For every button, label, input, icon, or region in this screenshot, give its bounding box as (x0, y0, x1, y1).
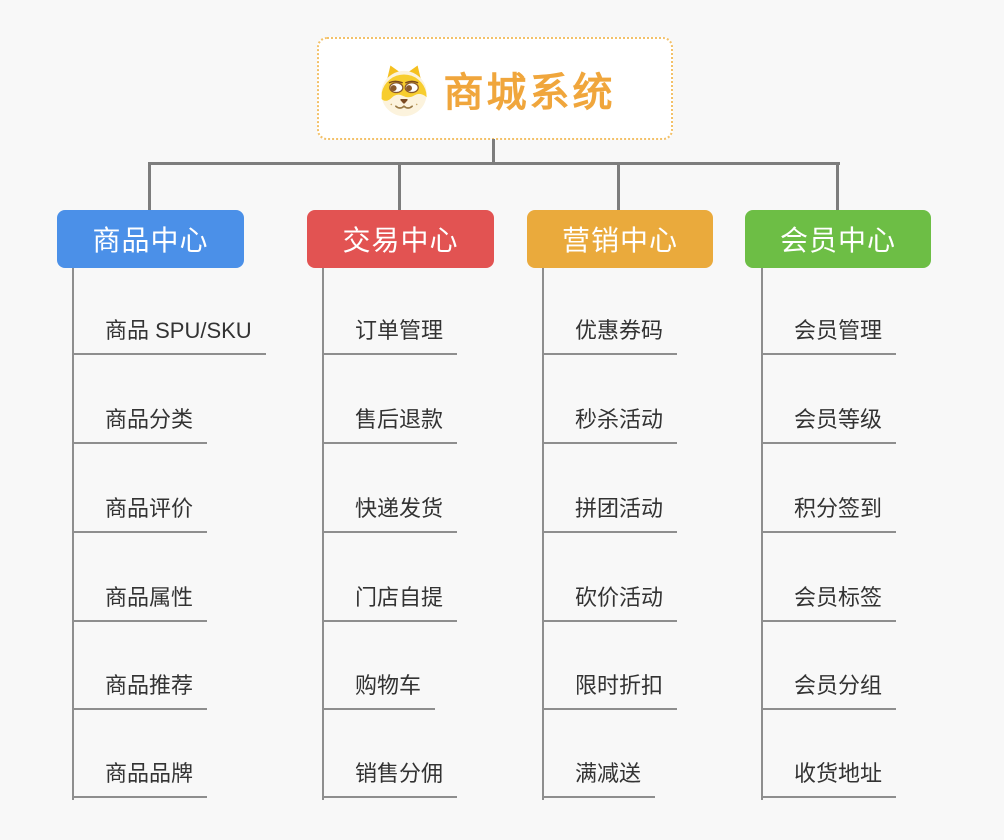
child-topic[interactable]: 收货地址 (761, 756, 897, 798)
child-topic[interactable]: 砍价活动 (542, 580, 678, 622)
root-title: 商城系统 (443, 70, 616, 115)
branch-node-product-center[interactable]: 商品中心 (57, 210, 244, 268)
spine-marketing-center (542, 268, 544, 800)
spine-member-center (761, 268, 763, 800)
child-topic[interactable]: 商品 SPU/SKU (72, 313, 266, 355)
spine-trade-center (322, 268, 324, 800)
branch-node-trade-center[interactable]: 交易中心 (307, 210, 494, 268)
child-topic[interactable]: 优惠券码 (542, 313, 678, 355)
connector-drop-marketing (617, 164, 620, 210)
branch-node-marketing-center[interactable]: 营销中心 (527, 210, 713, 268)
child-topic[interactable]: 订单管理 (322, 313, 458, 355)
child-topic[interactable]: 门店自提 (322, 580, 458, 622)
root-node-mall-system[interactable]: 商城系统 (317, 37, 673, 140)
branch-node-member-center[interactable]: 会员中心 (745, 210, 931, 268)
child-topic[interactable]: 销售分佣 (322, 756, 458, 798)
child-topic[interactable]: 会员标签 (761, 580, 897, 622)
child-topic[interactable]: 售后退款 (322, 402, 458, 444)
connector-drop-product (148, 164, 151, 210)
child-topic[interactable]: 会员分组 (761, 668, 897, 710)
connector-drop-member (836, 164, 839, 210)
child-topic[interactable]: 商品属性 (72, 580, 208, 622)
child-topic[interactable]: 会员管理 (761, 313, 897, 355)
child-topic[interactable]: 快递发货 (322, 491, 458, 533)
connector-root-stem (492, 139, 495, 163)
shiba-dog-icon (375, 60, 433, 118)
connector-rail (148, 162, 840, 165)
child-topic[interactable]: 购物车 (322, 668, 436, 710)
child-topic[interactable]: 会员等级 (761, 402, 897, 444)
child-topic[interactable]: 积分签到 (761, 491, 897, 533)
child-topic[interactable]: 满减送 (542, 756, 656, 798)
child-topic[interactable]: 商品评价 (72, 491, 208, 533)
child-topic[interactable]: 拼团活动 (542, 491, 678, 533)
child-topic[interactable]: 商品分类 (72, 402, 208, 444)
child-topic[interactable]: 限时折扣 (542, 668, 678, 710)
child-topic[interactable]: 商品品牌 (72, 756, 208, 798)
child-topic[interactable]: 商品推荐 (72, 668, 208, 710)
spine-product-center (72, 268, 74, 800)
child-topic[interactable]: 秒杀活动 (542, 402, 678, 444)
connector-drop-trade (398, 164, 401, 210)
